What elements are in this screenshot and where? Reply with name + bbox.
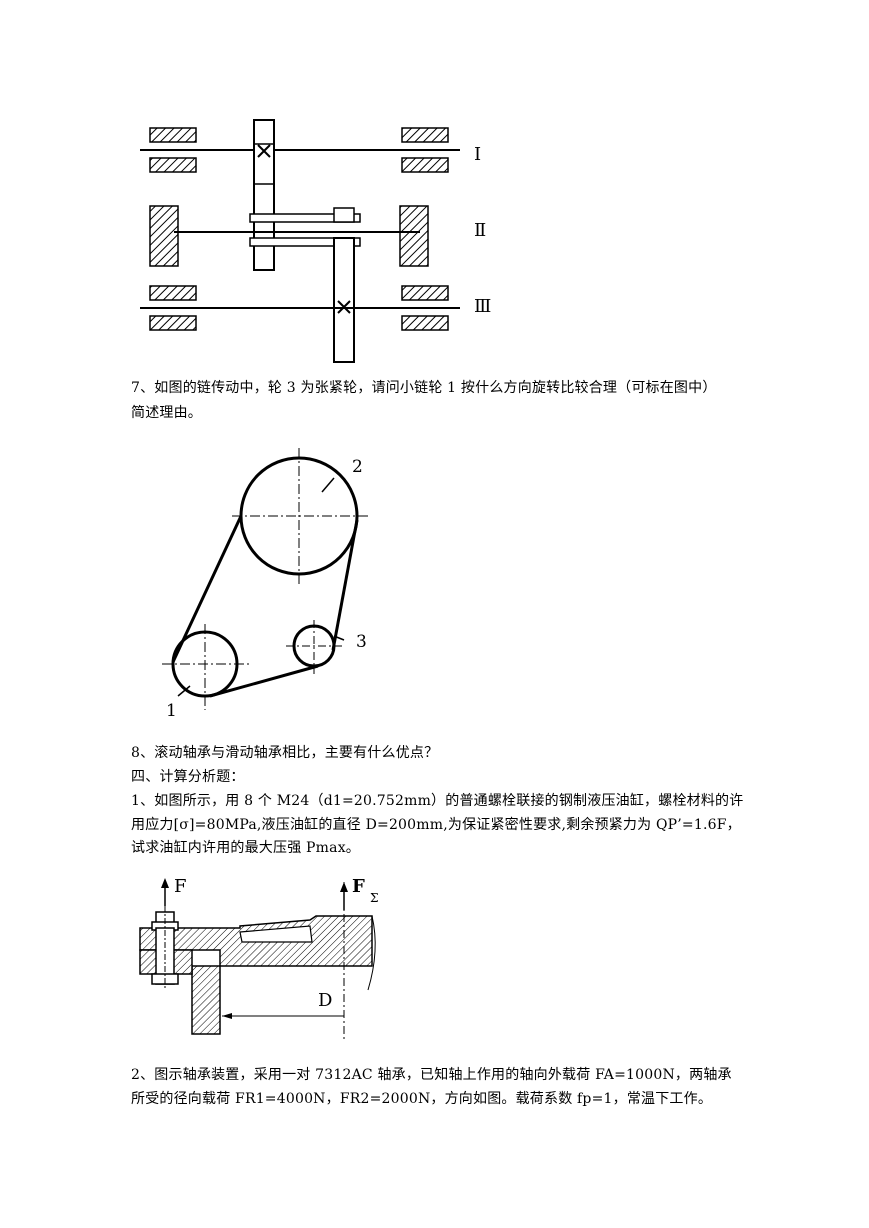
gear-shaft-figure: Ⅰ Ⅱ Ⅲ [130, 112, 530, 374]
calc-1-line-3: 试求油缸内许用的最大压强 Pmax。 [131, 840, 360, 856]
shaft-label-1: Ⅰ [474, 144, 481, 165]
force-label-f: F [174, 876, 187, 897]
cylinder-figure: F F Σ D [130, 870, 390, 1046]
chain-label-2: 2 [352, 457, 363, 477]
shaft-label-3: Ⅲ [474, 296, 491, 317]
section-4-title: 四、计算分析题： [131, 769, 245, 785]
shaft-label-2: Ⅱ [474, 220, 486, 241]
question-8: 8、滚动轴承与滑动轴承相比，主要有什么优点？ [131, 745, 439, 761]
chain-label-1: 1 [166, 701, 177, 721]
chain-label-3: 3 [356, 632, 367, 652]
calc-1-line-1: 1、如图所示，用 8 个 M24（d1=20.752mm）的普通螺栓联接的钢制液… [131, 793, 744, 809]
calc-1-line-2: 用应力[σ]=80MPa,液压油缸的直径 D=200mm,为保证紧密性要求,剩余… [131, 817, 741, 833]
question-7-line-2: 简述理由。 [131, 405, 202, 421]
question-7-line-1: 7、如图的链传动中，轮 3 为张紧轮，请问小链轮 1 按什么方向旋转比较合理（可… [131, 380, 717, 396]
calc-2-line-1: 2、图示轴承装置，采用一对 7312AC 轴承，已知轴上作用的轴向外载荷 FA=… [131, 1067, 732, 1083]
force-label-fsum: F [352, 876, 365, 897]
force-label-sigma: Σ [370, 891, 378, 905]
calc-2-line-2: 所受的径向载荷 FR1=4000N，FR2=2000N，方向如图。载荷系数 fp… [131, 1091, 713, 1107]
dimension-label-d: D [318, 990, 332, 1011]
chain-drive-figure: 2 3 1 [150, 444, 400, 724]
